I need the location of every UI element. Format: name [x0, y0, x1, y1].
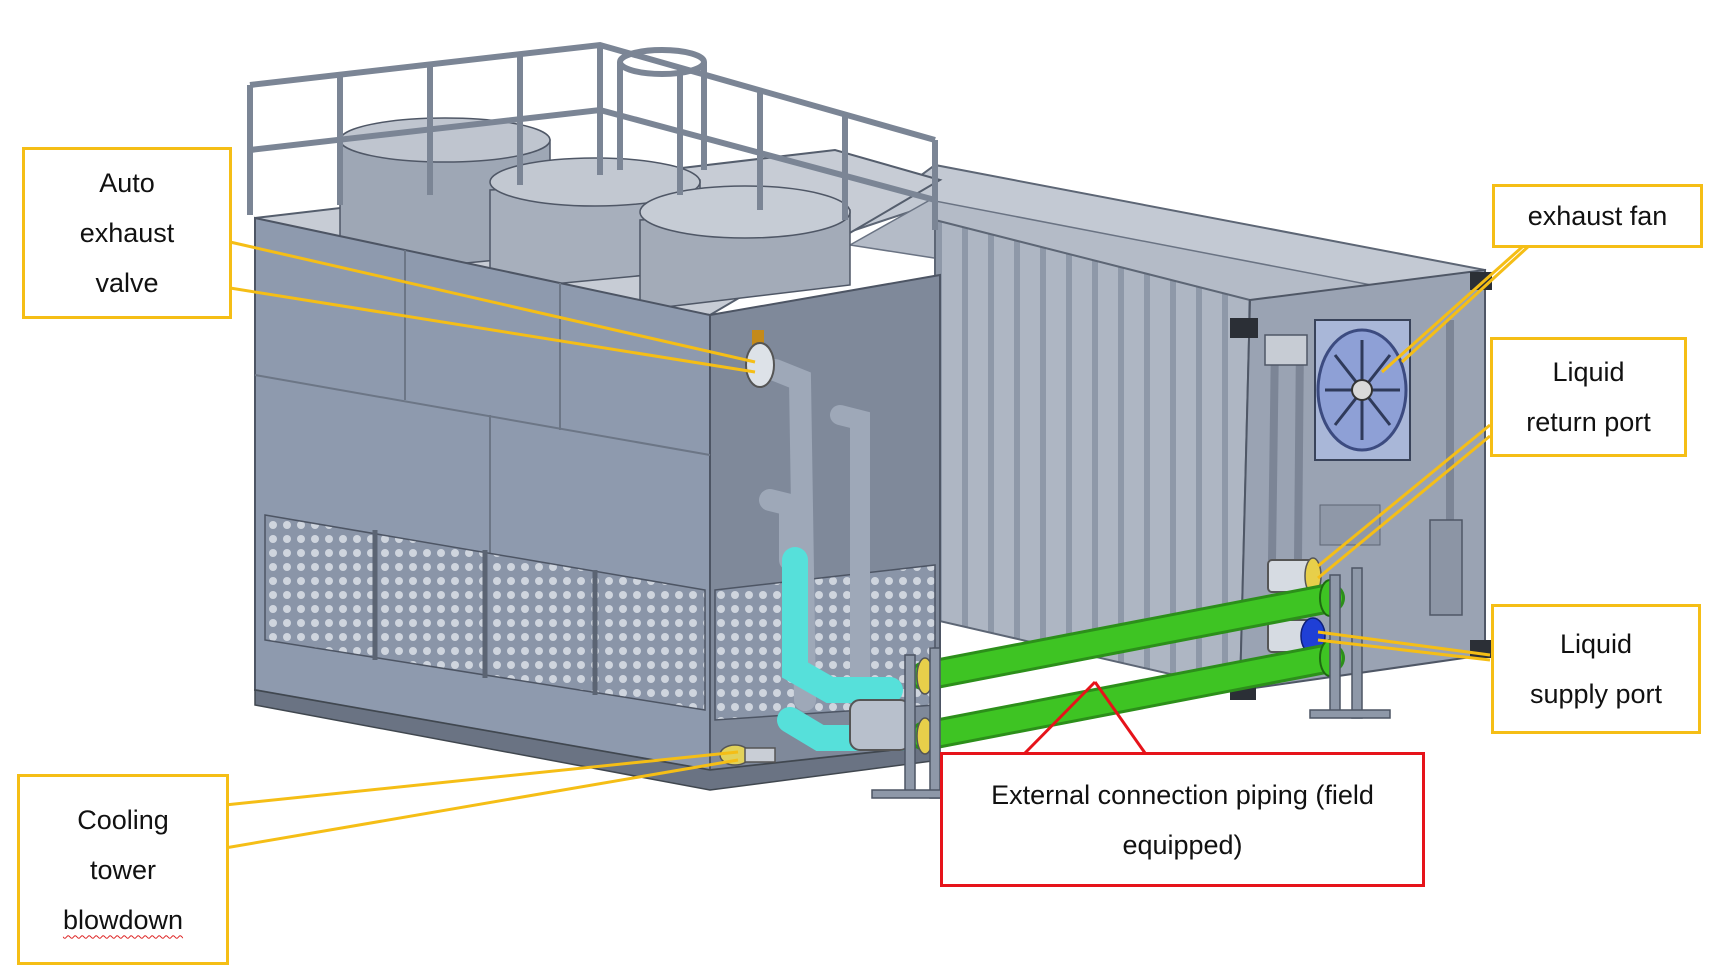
callout-line: Auto [99, 168, 155, 198]
callout-line: equipped) [1122, 829, 1243, 860]
callout-line: valve [95, 268, 159, 298]
callout-cooling-tower-blowdown: Cooling tower blowdown [17, 774, 229, 965]
container-unit [839, 163, 1492, 700]
vent-hood [1264, 334, 1308, 366]
callout-line: Liquid [1552, 357, 1625, 387]
callout-line: exhaust fan [1527, 201, 1668, 231]
callout-line: External connection piping (field [991, 779, 1374, 810]
callout-exhaust-fan: exhaust fan [1492, 184, 1703, 248]
callout-line: blowdown [62, 904, 184, 935]
auto-exhaust-valve-icon [745, 330, 775, 388]
callout-line: Liquid [1559, 629, 1633, 659]
callout-line: Cooling [77, 804, 169, 835]
cooling-tower-unit [247, 41, 943, 791]
exhaust-fan-icon [1314, 319, 1411, 461]
pipe-support [871, 567, 1391, 799]
callout-auto-exhaust-valve: Auto exhaust valve [22, 147, 232, 319]
callout-line: tower [89, 854, 157, 885]
fan-drum [639, 185, 851, 311]
liquid-return-port-icon [1267, 557, 1322, 595]
callout-leaders [224, 238, 1532, 850]
callout-line: exhaust [79, 218, 175, 248]
callout-line: return port [1526, 407, 1651, 437]
callout-liquid-supply-port: Liquid supply port [1491, 604, 1701, 734]
blowdown-valve-icon [719, 744, 776, 766]
callout-line: supply port [1529, 679, 1663, 709]
callout-external-connection-piping: External connection piping (field equipp… [940, 752, 1425, 887]
guard-railing [247, 41, 938, 230]
callout-liquid-return-port: Liquid return port [1490, 337, 1687, 457]
tower-piping [759, 359, 913, 751]
